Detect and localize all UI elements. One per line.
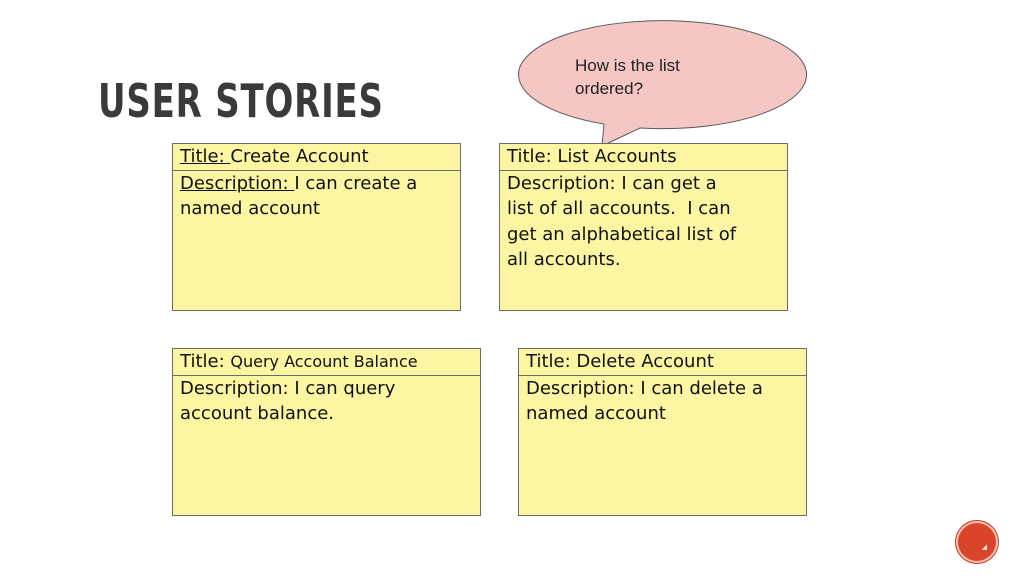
card-description-row: named account	[526, 403, 666, 424]
story-card-delete-account: Title: Delete Account Description: I can…	[518, 348, 807, 516]
description-label: Description:	[507, 172, 622, 194]
card-description-row: named account	[180, 198, 320, 219]
story-card-create-account: Title: Create Account Description: I can…	[172, 143, 461, 311]
slide-corner-icon: ◢	[981, 543, 987, 551]
description-label: Description:	[526, 377, 641, 399]
description-label: Description:	[180, 377, 295, 399]
description-label: Description:	[180, 172, 295, 194]
card-description-row: Description: I can query	[173, 376, 480, 402]
card-title-row: Title: Query Account Balance	[173, 349, 480, 376]
story-card-query-balance: Title: Query Account Balance Description…	[172, 348, 481, 516]
card-title-row: Title: List Accounts	[500, 144, 787, 171]
title-value: Delete Account	[576, 351, 714, 372]
title-label: Title:	[180, 146, 231, 167]
card-description-row: Description: I can create a	[173, 171, 460, 197]
callout-line-1: How is the list	[575, 56, 680, 75]
slide-number-button[interactable]: ◢	[958, 523, 996, 561]
card-title-row: Title: Delete Account	[519, 349, 806, 376]
card-description-row: all accounts.	[507, 249, 621, 270]
speech-bubble-callout: How is the list ordered?	[518, 20, 812, 147]
speech-bubble-shape	[518, 20, 808, 147]
description-text: I can query	[294, 377, 396, 399]
description-text: I can delete a	[640, 377, 763, 399]
card-description-row: account balance.	[180, 403, 335, 424]
title-label: Title:	[507, 146, 558, 167]
title-label: Title:	[526, 351, 577, 372]
title-label: Title:	[180, 351, 231, 372]
callout-line-2: ordered?	[575, 79, 644, 98]
callout-text: How is the list ordered?	[575, 54, 785, 100]
card-description-row: Description: I can get a	[500, 171, 787, 197]
story-card-list-accounts: Title: List Accounts Description: I can …	[499, 143, 788, 311]
title-value: Create Account	[230, 146, 369, 167]
description-text: I can get a	[621, 172, 717, 194]
card-title-row: Title: Create Account	[173, 144, 460, 171]
slide-title: USER STORIES	[98, 74, 384, 128]
title-value: List Accounts	[557, 146, 677, 167]
card-description-row: get an alphabetical list of	[507, 223, 737, 245]
title-value: Query Account Balance	[230, 352, 418, 371]
card-description-row: list of all accounts. I can	[507, 198, 731, 219]
description-text: I can create a	[294, 172, 418, 194]
card-description-row: Description: I can delete a	[519, 376, 806, 402]
